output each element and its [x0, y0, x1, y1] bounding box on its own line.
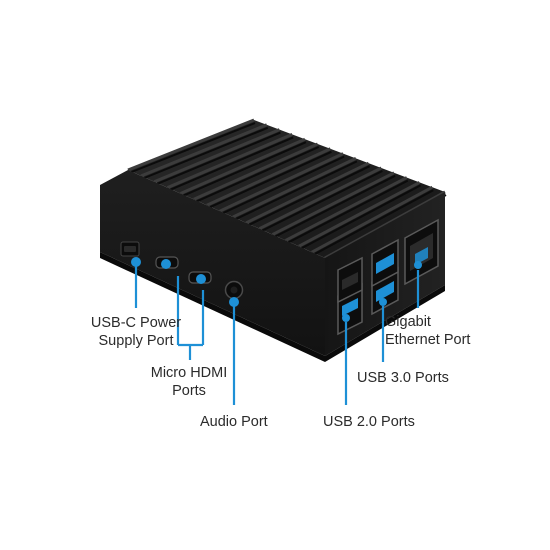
fin-highlight	[127, 118, 255, 172]
label-usb-c-line2: Supply Port	[98, 333, 174, 349]
fin-highlight	[140, 123, 268, 178]
fin-groove	[246, 165, 371, 227]
label-usb-3-ports: USB 3.0 Ports	[357, 370, 449, 386]
label-ethernet-line1: Gigabit	[385, 314, 431, 330]
fin-groove	[299, 184, 422, 251]
fin-groove	[194, 146, 320, 204]
fin-highlight	[179, 137, 306, 195]
fin-groove	[312, 189, 434, 257]
label-audio-port: Audio Port	[200, 414, 268, 430]
case-front-left	[100, 170, 325, 356]
fin-highlight	[206, 147, 332, 207]
fin-highlight	[298, 181, 421, 248]
fin-groove	[168, 136, 294, 192]
fin-highlight	[193, 142, 319, 201]
usb-3-port-upper	[371, 238, 399, 288]
fin-groove	[207, 150, 332, 210]
fin-highlight	[166, 133, 293, 189]
fin-groove	[128, 122, 256, 174]
fin-highlight	[219, 152, 344, 213]
case-bottom-lip	[100, 252, 325, 362]
fin-highlight	[232, 157, 357, 219]
label-usb-2-ports: USB 2.0 Ports	[323, 414, 415, 430]
callout-lines	[134, 262, 420, 405]
audio-jack	[224, 280, 244, 300]
fin-highlight	[258, 166, 383, 231]
callout-markers	[131, 257, 422, 322]
ethernet-port	[404, 218, 439, 286]
heatsink-fins	[127, 118, 447, 262]
usb-c-port	[120, 241, 140, 257]
fin-groove	[141, 126, 269, 180]
fin-groove	[273, 174, 396, 239]
label-ethernet-line2: Ethernet Port	[385, 332, 471, 348]
label-hdmi-line1: Micro HDMI	[150, 365, 228, 381]
fin-highlight	[153, 128, 281, 184]
fin-groove	[154, 131, 281, 186]
fin-highlight	[271, 171, 395, 236]
case-top	[127, 118, 447, 262]
fin-highlight	[311, 185, 433, 254]
label-usb-c-line1: USB-C Power	[90, 315, 182, 331]
fin-highlight	[245, 161, 370, 225]
fin-groove	[233, 160, 358, 221]
label-hdmi-line2: Ports	[172, 383, 206, 399]
label-usb-c-power-supply-port: USB-C Power Supply Port	[70, 314, 202, 350]
fin-groove	[259, 170, 383, 233]
fin-highlight	[284, 176, 408, 242]
fin-groove	[286, 179, 409, 245]
label-micro-hdmi-ports: Micro HDMI Ports	[132, 364, 246, 400]
label-gigabit-ethernet-port: Gigabit Ethernet Port	[385, 313, 470, 349]
usb-2-port-upper	[337, 256, 363, 304]
fin-groove	[181, 141, 307, 198]
fin-groove	[220, 155, 345, 215]
